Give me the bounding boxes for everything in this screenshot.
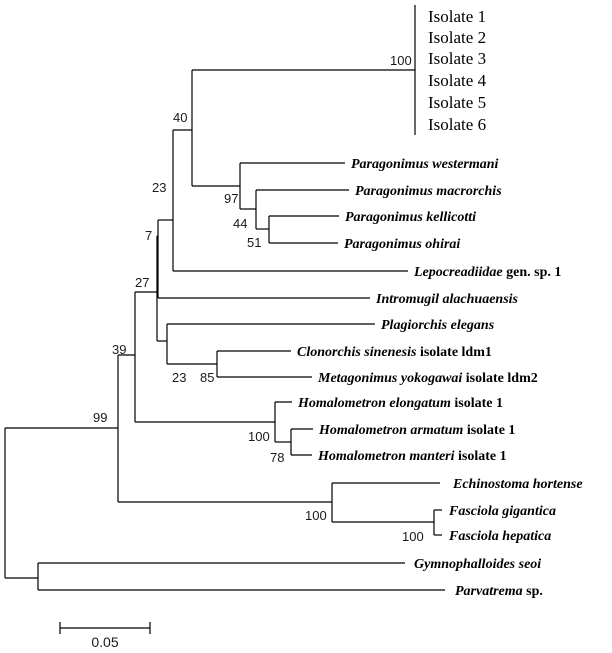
bootstrap-value: 23 xyxy=(172,370,186,385)
taxon-label: Intromugil alachuaensis xyxy=(375,292,519,307)
taxon-labels: Paragonimus westermani Paragonimus macro… xyxy=(297,157,583,599)
taxon-label: Metagonimus yokogawai isolate ldm2 xyxy=(317,371,538,386)
tree-branches xyxy=(4,5,445,591)
bootstrap-value: 99 xyxy=(93,410,107,425)
taxon-label-isolate: Isolate 3 xyxy=(428,49,486,68)
bootstrap-value: 100 xyxy=(390,53,412,68)
bootstrap-value: 100 xyxy=(248,429,270,444)
taxon-label: Gymnophalloides seoi xyxy=(414,557,541,572)
taxon-label: Plagiorchis elegans xyxy=(381,318,495,333)
taxon-label: Echinostoma hortense xyxy=(452,477,583,492)
bootstrap-value: 7 xyxy=(145,228,152,243)
scale-bar-label: 0.05 xyxy=(91,634,118,650)
bootstrap-values: 100 40 23 97 44 51 7 27 39 23 85 99 100 … xyxy=(93,53,424,544)
taxon-label: Homalometron elongatum isolate 1 xyxy=(297,396,503,411)
taxon-label: Clonorchis sinenesis isolate ldm1 xyxy=(297,345,492,360)
bootstrap-value: 97 xyxy=(224,191,238,206)
bootstrap-value: 51 xyxy=(247,235,261,250)
taxon-label-isolate: Isolate 1 xyxy=(428,7,486,26)
taxon-label-isolate: Isolate 6 xyxy=(428,115,486,134)
isolate-labels: Isolate 1 Isolate 2 Isolate 3 Isolate 4 … xyxy=(428,7,487,134)
bootstrap-value: 44 xyxy=(233,216,247,231)
bootstrap-value: 40 xyxy=(173,110,187,125)
bootstrap-value: 85 xyxy=(200,370,214,385)
taxon-label: Paragonimus kellicotti xyxy=(345,210,476,225)
taxon-label: Fasciola hepatica xyxy=(448,529,551,544)
taxon-label: Paragonimus westermani xyxy=(351,157,499,172)
bootstrap-value: 27 xyxy=(135,275,149,290)
taxon-label: Homalometron manteri isolate 1 xyxy=(317,449,507,464)
taxon-label: Homalometron armatum isolate 1 xyxy=(318,423,515,438)
bootstrap-value: 100 xyxy=(305,508,327,523)
taxon-label-isolate: Isolate 5 xyxy=(428,93,486,112)
scale-bar: 0.05 xyxy=(59,622,151,650)
bootstrap-value: 39 xyxy=(112,342,126,357)
taxon-label: Paragonimus ohirai xyxy=(344,237,460,252)
taxon-label-isolate: Isolate 4 xyxy=(428,71,487,90)
taxon-label: Lepocreadiidae gen. sp. 1 xyxy=(413,265,561,280)
bootstrap-value: 23 xyxy=(152,180,166,195)
taxon-label: Paragonimus macrorchis xyxy=(355,184,502,199)
bootstrap-value: 78 xyxy=(270,450,284,465)
bootstrap-value: 100 xyxy=(402,529,424,544)
taxon-label-isolate: Isolate 2 xyxy=(428,28,486,47)
taxon-label: Fasciola gigantica xyxy=(448,504,556,519)
taxon-label: Parvatrema sp. xyxy=(455,584,543,599)
